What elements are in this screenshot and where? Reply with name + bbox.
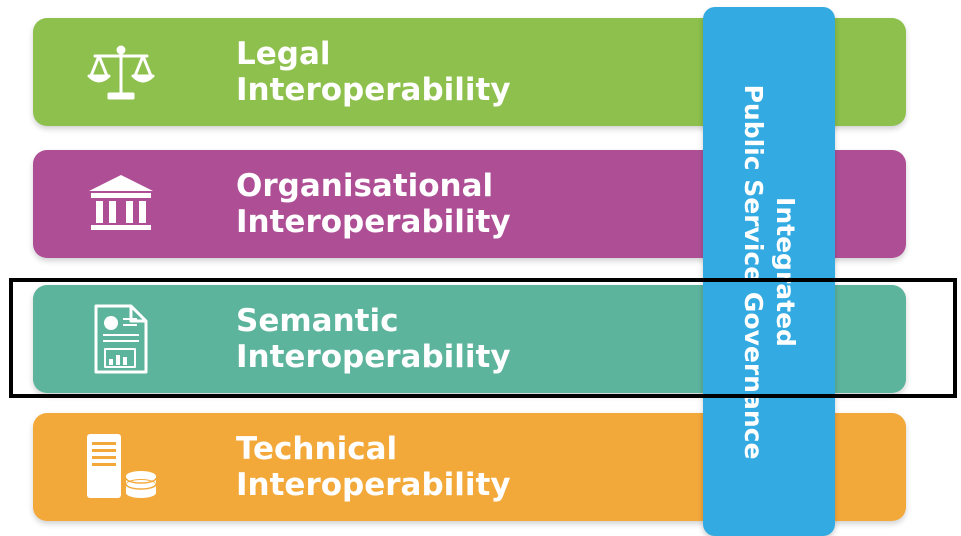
legal-title: Legal bbox=[236, 36, 331, 72]
technical-subtitle: Interoperability bbox=[236, 467, 511, 503]
governance-line-2: Public Service Governance bbox=[739, 84, 768, 459]
semantic-title: Semantic bbox=[236, 303, 399, 339]
technical-layer-label: Technical Interoperability bbox=[236, 431, 511, 503]
institution-building-icon bbox=[83, 166, 159, 242]
organisational-subtitle: Interoperability bbox=[236, 204, 511, 240]
organisational-title: Organisational bbox=[236, 168, 494, 204]
governance-line-1: Integrated bbox=[771, 196, 800, 347]
governance-label: Integrated Public Service Governance bbox=[737, 62, 801, 482]
semantic-layer-label: Semantic Interoperability bbox=[236, 303, 511, 375]
server-database-icon bbox=[83, 429, 159, 505]
document-chart-icon bbox=[83, 301, 159, 377]
legal-layer-label: Legal Interoperability bbox=[236, 36, 511, 108]
integrated-public-service-governance-bar: Integrated Public Service Governance bbox=[703, 7, 835, 536]
organisational-layer-label: Organisational Interoperability bbox=[236, 168, 511, 240]
technical-title: Technical bbox=[236, 431, 398, 467]
scales-icon bbox=[83, 34, 159, 110]
legal-subtitle: Interoperability bbox=[236, 72, 511, 108]
semantic-subtitle: Interoperability bbox=[236, 339, 511, 375]
